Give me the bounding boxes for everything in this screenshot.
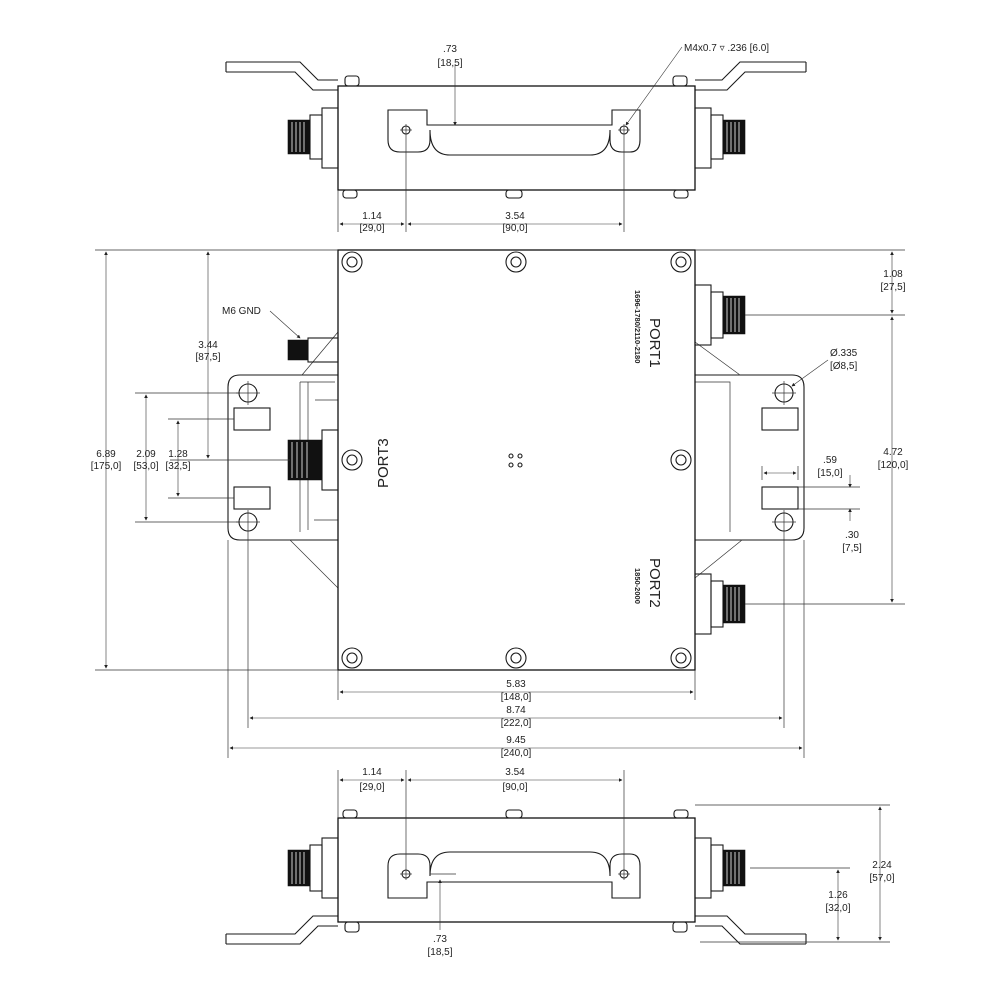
dim-354-top: 3.54 <box>505 211 525 222</box>
dim-128-mm: [32,5] <box>165 461 190 472</box>
dim-114-bottom: 1.14 <box>362 767 382 778</box>
hole-dia-mm: [Ø8,5] <box>830 361 857 372</box>
dim-354-bottom: 3.54 <box>505 767 525 778</box>
dim-30-mm: [7,5] <box>842 543 862 554</box>
dim-689-mm: [175,0] <box>91 461 122 472</box>
dim-209-mm: [53,0] <box>133 461 158 472</box>
dim-108: 1.08 <box>883 269 903 280</box>
bottom-view: 1.14 [29,0] 3.54 [90,0] 2.24 [57,0] 1.26… <box>225 767 895 958</box>
dim-945: 9.45 <box>506 735 526 746</box>
dim-126-mm: [32,0] <box>825 903 850 914</box>
dim-114-top: 1.14 <box>362 211 382 222</box>
dim-114-top-mm: [29,0] <box>359 223 384 234</box>
dim-30: .30 <box>845 530 859 541</box>
dim-073-top-mm: [18,5] <box>437 58 462 69</box>
port1-band: 1696-1780/2110-2180 <box>633 290 642 363</box>
main-view: M6 GND PORT1 1696-1780/2110-2180 PORT2 1… <box>91 249 909 759</box>
dim-209: 2.09 <box>136 449 156 460</box>
hole-dia: Ø.335 <box>830 348 858 359</box>
dim-344: 3.44 <box>198 340 218 351</box>
top-left-bracket <box>225 61 338 91</box>
dim-073-top: .73 <box>443 44 457 55</box>
dim-224: 2.24 <box>872 860 892 871</box>
dim-59-mm: [15,0] <box>817 468 842 479</box>
port2-label: PORT2 <box>646 558 663 608</box>
port1-label: PORT1 <box>646 318 663 368</box>
top-right-bracket <box>695 61 807 91</box>
dim-874-mm: [222,0] <box>501 718 532 729</box>
dim-583-mm: [148,0] <box>501 692 532 703</box>
dim-472: 4.72 <box>883 447 903 458</box>
main-view-body <box>337 249 696 671</box>
dim-073-bottom-mm: [18,5] <box>427 947 452 958</box>
dim-224-mm: [57,0] <box>869 873 894 884</box>
port2-band: 1850-2000 <box>633 568 642 604</box>
port3-label: PORT3 <box>375 438 392 488</box>
dim-108-mm: [27,5] <box>880 282 905 293</box>
dim-689: 6.89 <box>96 449 116 460</box>
dim-344-mm: [87,5] <box>195 352 220 363</box>
dim-583: 5.83 <box>506 679 526 690</box>
gnd-label: M6 GND <box>222 306 261 317</box>
thread-callout: M4x0.7 ▿ .236 [6.0] <box>684 43 769 54</box>
dim-472-mm: [120,0] <box>878 460 909 471</box>
top-view: .73 [18,5] M4x0.7 ▿ .236 [6.0] 1.14 [29,… <box>225 43 807 234</box>
dim-945-mm: [240,0] <box>501 748 532 759</box>
dim-128: 1.28 <box>168 449 188 460</box>
dim-354-top-mm: [90,0] <box>502 223 527 234</box>
dim-073-bottom: .73 <box>433 934 447 945</box>
dim-59: .59 <box>823 455 837 466</box>
dim-126: 1.26 <box>828 890 848 901</box>
bottom-view-body <box>337 817 696 923</box>
top-view-body <box>337 85 696 191</box>
dim-354-bottom-mm: [90,0] <box>502 782 527 793</box>
dim-114-bottom-mm: [29,0] <box>359 782 384 793</box>
dim-874: 8.74 <box>506 705 526 716</box>
